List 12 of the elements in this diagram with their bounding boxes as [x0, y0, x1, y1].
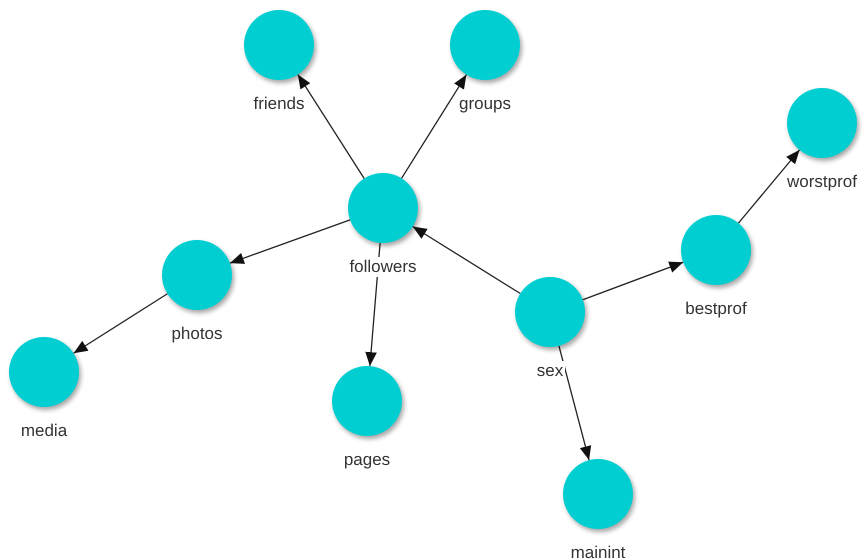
node-label: followers	[347, 257, 419, 277]
arrow	[297, 74, 365, 179]
arrow	[73, 293, 168, 354]
arrow	[558, 346, 592, 460]
arrow	[738, 149, 800, 224]
node-label: mainint	[568, 543, 628, 560]
node-label: worstprof	[785, 172, 859, 192]
arrow	[401, 74, 467, 179]
arrow	[230, 219, 350, 264]
arrow	[412, 226, 521, 294]
arrow	[582, 262, 684, 300]
node-label: bestprof	[683, 299, 749, 319]
